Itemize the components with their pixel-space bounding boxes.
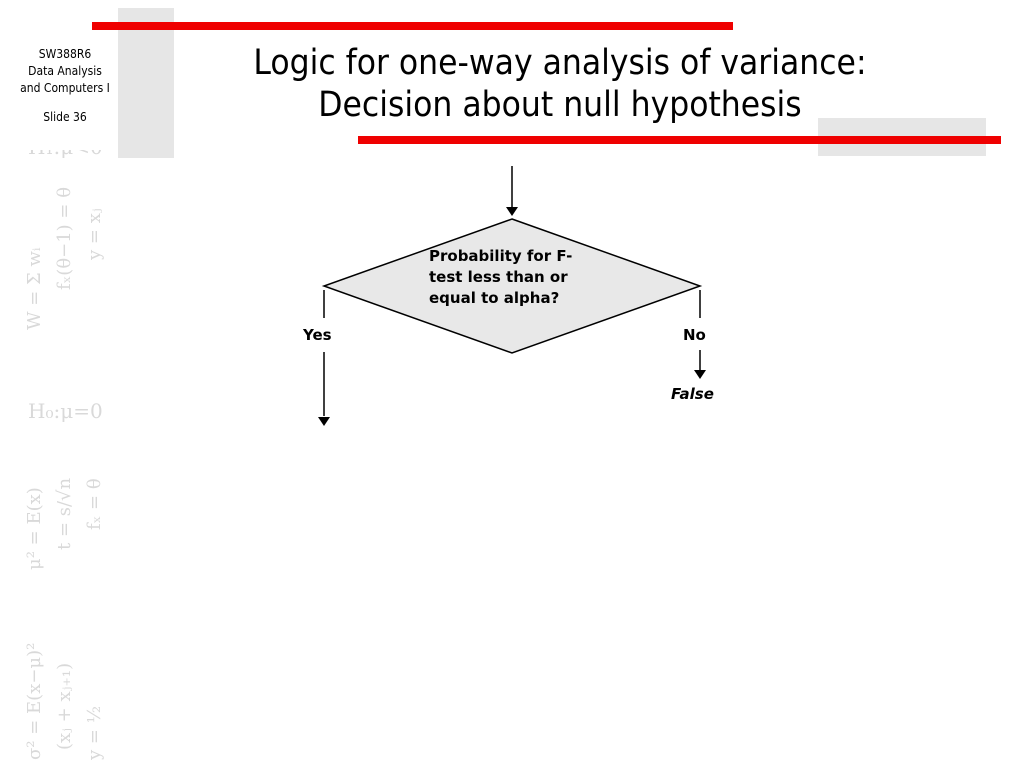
slide-number: Slide 36 xyxy=(43,110,87,124)
svg-text:H₁:μ<0: H₁:μ<0 xyxy=(28,150,103,159)
decision-question: Probability for F-test less than or equa… xyxy=(429,247,573,307)
false-outcome-label: False xyxy=(671,385,714,403)
decision-diamond xyxy=(321,218,703,354)
course-name-line2: and Computers I xyxy=(20,81,110,95)
decorative-red-rule-bottom xyxy=(358,136,1001,144)
slide-title-line2: Decision about null hypothesis xyxy=(318,85,802,125)
svg-text:fₓ(θ−1) = θ: fₓ(θ−1) = θ xyxy=(54,187,75,290)
svg-text:t = s/√n: t = s/√n xyxy=(54,477,75,550)
no-label: No xyxy=(683,326,706,344)
svg-text:(xⱼ + xⱼ₊₁): (xⱼ + xⱼ₊₁) xyxy=(54,663,75,750)
slide-title-line1: Logic for one-way analysis of variance: xyxy=(253,43,867,83)
svg-text:y = xⱼ: y = xⱼ xyxy=(84,208,105,261)
yes-label: Yes xyxy=(303,326,332,344)
decorative-gray-bar-left xyxy=(118,8,174,158)
svg-text:fₓ = θ: fₓ = θ xyxy=(84,478,105,530)
slide-title: Logic for one-way analysis of variance: … xyxy=(170,42,950,126)
svg-text:σ² = E(x−μ)²: σ² = E(x−μ)² xyxy=(24,643,45,760)
svg-text:μ² = E(x): μ² = E(x) xyxy=(24,487,45,570)
yes-arrowhead xyxy=(318,417,330,426)
course-code: SW388R6 xyxy=(38,47,92,61)
formula-watermark-decoration: H₁:μ<0 H₀:μ=0 W = Σ wᵢ fₓ(θ−1) = θ y = x… xyxy=(24,150,105,761)
svg-text:W = Σ wᵢ: W = Σ wᵢ xyxy=(24,247,45,330)
svg-text:H₀:μ=0: H₀:μ=0 xyxy=(28,399,103,423)
svg-text:y = ½: y = ½ xyxy=(84,706,105,761)
course-info: SW388R6 Data Analysis and Computers I Sl… xyxy=(0,46,130,126)
decorative-red-rule-top xyxy=(92,22,733,30)
no-arrowhead xyxy=(694,370,706,379)
incoming-arrowhead xyxy=(506,207,518,216)
course-name-line1: Data Analysis xyxy=(28,64,102,78)
